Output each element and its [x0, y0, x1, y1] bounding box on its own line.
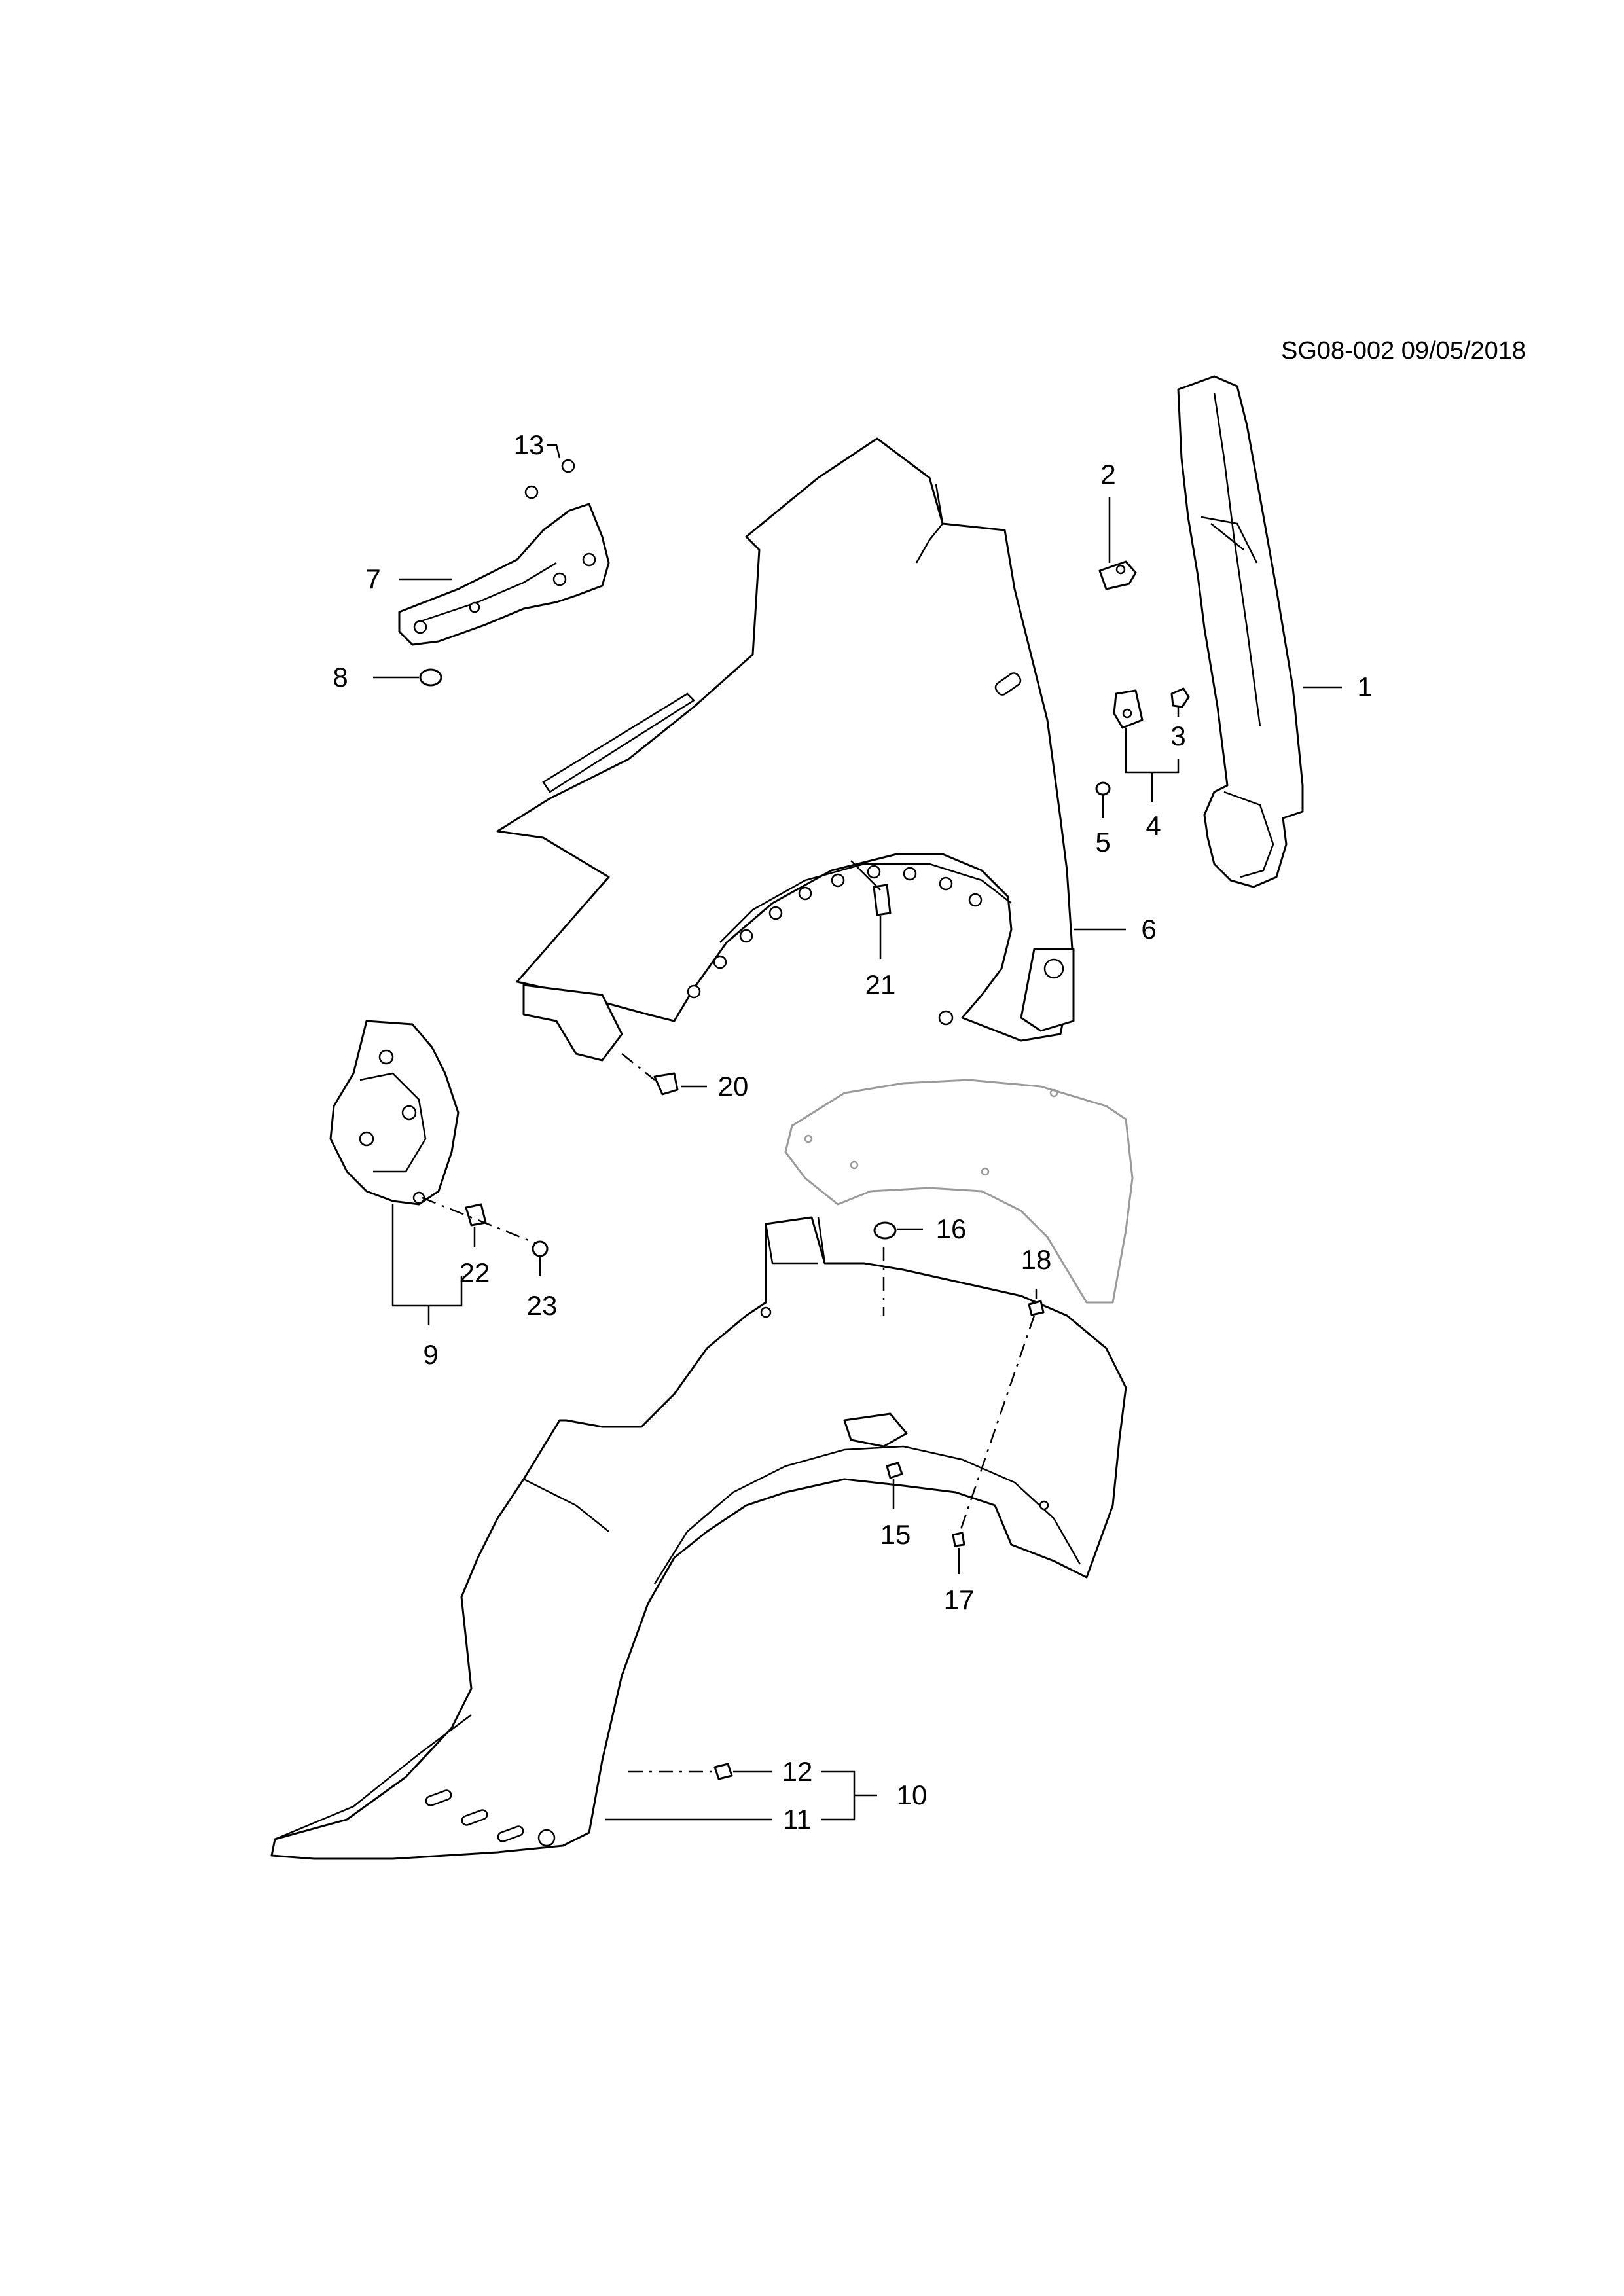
part-18-clip: [1028, 1300, 1045, 1316]
part-9-inner-bracket: [329, 1020, 460, 1206]
part-8-nut: [419, 668, 442, 687]
callout-1: 1: [1357, 672, 1373, 702]
callout-21: 21: [865, 969, 896, 1000]
part-7-fender-bracket: [398, 503, 610, 646]
faint-liner-panel: [784, 1079, 1134, 1304]
part-13-bolts: [524, 459, 575, 499]
callout-23: 23: [526, 1290, 558, 1321]
part-3-screw: [1170, 687, 1190, 708]
callout-11: 11: [783, 1804, 812, 1835]
callout-6: 6: [1141, 914, 1157, 944]
callout-7: 7: [365, 564, 381, 594]
part-2-clip: [1098, 560, 1137, 590]
callout-18: 18: [1020, 1244, 1052, 1275]
part-20-clip: [653, 1072, 679, 1096]
document-id: SG08-002 09/05/2018: [1281, 337, 1526, 365]
part-1-fender-seal: [1177, 375, 1304, 888]
part-12-clip: [713, 1763, 733, 1780]
callout-5: 5: [1095, 827, 1111, 857]
callout-12: 12: [782, 1756, 813, 1787]
part-23-screw: [532, 1240, 549, 1257]
callout-4: 4: [1146, 810, 1161, 841]
callout-17: 17: [943, 1585, 975, 1615]
part-17-screw: [952, 1532, 965, 1547]
part-4-bracket-assembly: [1113, 689, 1144, 729]
callout-9: 9: [423, 1339, 439, 1370]
callout-15: 15: [880, 1519, 911, 1550]
part-15-screw: [886, 1462, 903, 1479]
callout-8: 8: [333, 662, 348, 692]
leader-lines: [373, 444, 1342, 1821]
callout-20: 20: [717, 1071, 749, 1102]
part-5-nut: [1095, 781, 1111, 796]
part-21-clip: [850, 860, 892, 916]
part-11-wheelhouse-liner: [270, 1216, 1127, 1860]
callout-22: 22: [459, 1257, 490, 1288]
callout-16: 16: [935, 1213, 967, 1244]
callout-3: 3: [1170, 721, 1186, 751]
callout-2: 2: [1100, 459, 1116, 490]
part-6-front-fender: [496, 437, 1075, 1062]
callout-10: 10: [896, 1780, 928, 1810]
callout-13: 13: [513, 429, 545, 460]
part-16-clip: [873, 1221, 897, 1240]
